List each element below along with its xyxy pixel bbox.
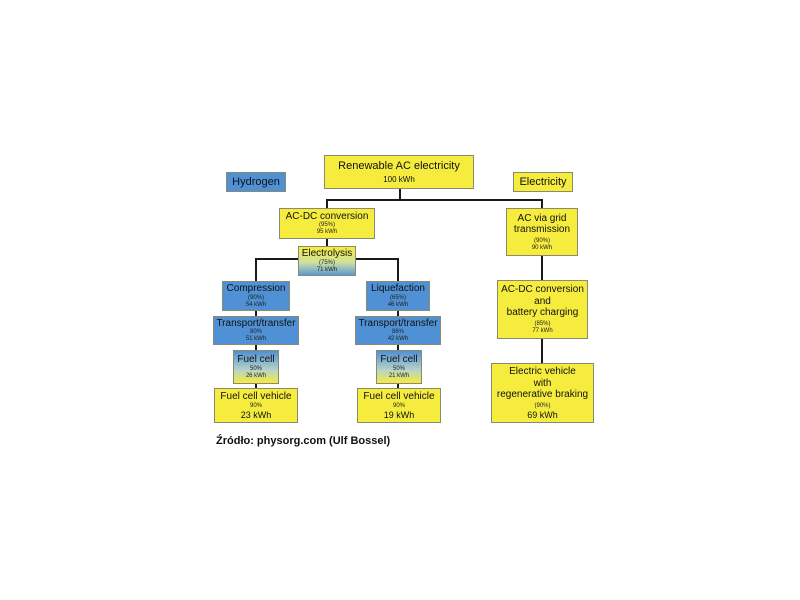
legend-electricity-label: Electricity [519,175,567,188]
node-percent: (90%) [533,237,550,244]
node-compression: Compression (90%) 54 kWh [222,281,290,311]
node-value: 42 kWh [387,336,409,343]
legend-electricity: Electricity [513,172,573,192]
node-transport-transfer-left: Transport/transfer 80% 51 kWh [213,316,299,345]
node-value: 100 kWh [383,174,415,184]
source-caption: Źródło: physorg.com (Ulf Bossel) [216,435,391,447]
node-liquefaction: Liquefaction (65%) 46 kWh [366,281,430,311]
node-title-line-1: AC-DC conversion [501,284,584,296]
node-percent: 80% [249,329,262,336]
node-title-line-3: battery charging [506,307,579,319]
legend-hydrogen: Hydrogen [226,172,286,192]
node-title: Compression [226,283,286,295]
node-fuel-cell-vehicle-right: Fuel cell vehicle 90% 19 kWh [357,388,441,423]
node-fuel-cell-vehicle-left: Fuel cell vehicle 90% 23 kWh [214,388,298,423]
node-ac-via-grid-transmission: AC via grid transmission (90%) 90 kWh [506,208,578,256]
node-value: 54 kWh [245,301,267,308]
node-title: Renewable AC electricity [338,160,460,173]
node-acdc-conversion-hydrogen: AC-DC conversion (95%) 95 kWh [279,208,375,239]
legend-hydrogen-label: Hydrogen [232,175,280,188]
node-title: Fuel cell [237,354,275,366]
node-title: Fuel cell vehicle [220,391,292,403]
node-percent: (90%) [534,402,551,409]
node-percent: 90% [392,402,405,409]
node-value: 71 kWh [316,266,338,273]
node-title: AC-DC conversion [285,210,369,222]
node-percent: (65%) [389,294,406,301]
node-percent: (95%) [318,222,335,229]
node-electric-vehicle-regenerative-braking: Electric vehicle with regenerative braki… [491,363,594,423]
node-title: Liquefaction [371,283,425,295]
node-title: Fuel cell [380,354,418,366]
node-title-line-3: regenerative braking [496,389,589,401]
node-value: 69 kWh [527,409,558,420]
node-value: 77 kWh [532,327,553,334]
node-title: Transport/transfer [216,317,296,329]
node-title-line-1: Electric vehicle [509,366,576,378]
node-transport-transfer-right: Transport/transfer 86% 42 kWh [355,316,441,345]
node-fuel-cell-right: Fuel cell 50% 21 kWh [376,350,422,384]
node-percent: (85%) [534,320,551,327]
node-value: 19 kWh [383,409,415,420]
node-value: 51 kWh [245,336,267,343]
node-title: Transport/transfer [358,317,438,329]
node-title: Electrolysis [301,248,353,260]
node-value: 21 kWh [388,372,410,379]
node-title-line-1: AC via grid [517,212,567,224]
node-percent: 50% [249,365,262,372]
node-percent: 86% [391,329,404,336]
node-title: Fuel cell vehicle [363,391,435,403]
node-value: 26 kWh [245,372,267,379]
connector-source-split [326,189,543,208]
node-percent: (75%) [318,259,335,266]
node-value: 95 kWh [316,229,338,236]
node-value: 90 kWh [531,244,553,251]
node-percent: 90% [249,402,262,409]
node-percent: (90%) [247,294,264,301]
node-percent: 50% [392,365,405,372]
node-value: 23 kWh [240,409,272,420]
node-acdc-conversion-battery-charging: AC-DC conversion and battery charging (8… [497,280,588,339]
node-fuel-cell-left: Fuel cell 50% 26 kWh [233,350,279,384]
node-electrolysis: Electrolysis (75%) 71 kWh [298,246,356,276]
node-title-line-2: with [533,377,552,389]
node-renewable-ac-electricity: Renewable AC electricity 100 kWh [324,155,474,189]
node-title-line-2: transmission [513,224,571,236]
node-title-line-2: and [534,295,551,307]
node-value: 46 kWh [387,301,409,308]
